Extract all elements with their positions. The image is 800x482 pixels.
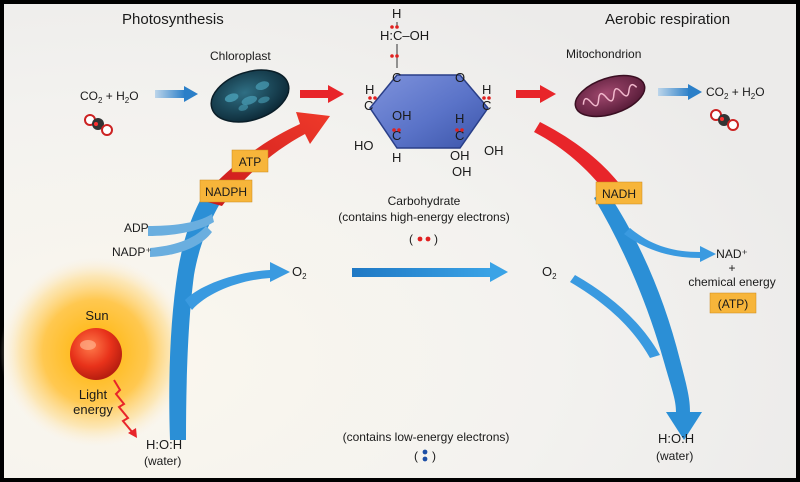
nadh-label: NADH xyxy=(602,187,636,201)
ring-c-br: C xyxy=(455,128,464,143)
ring-c-right: C xyxy=(482,98,491,113)
reactants-to-chloroplast-arrow xyxy=(155,86,198,102)
o2-left: O2 xyxy=(292,264,307,281)
ring-h-bottom: H xyxy=(392,150,401,165)
adp-text: ADP xyxy=(124,221,149,235)
plus-text: + xyxy=(728,261,735,275)
nadph-box: NADPH xyxy=(199,179,253,203)
o2-transfer-arrow xyxy=(352,262,508,282)
atp-label: ATP xyxy=(239,155,261,169)
atp-output-label: (ATP) xyxy=(718,297,748,311)
ring-o: O xyxy=(455,70,465,85)
nadh-to-water-arrow xyxy=(594,190,702,440)
ring-oh-right: OH xyxy=(484,143,504,158)
mitochondrion-to-products-arrow xyxy=(658,84,702,100)
low-energy-electrons-text: (contains low-energy electrons) xyxy=(343,430,510,444)
carbohydrate-title: Carbohydrate xyxy=(388,194,461,208)
sun-icon xyxy=(70,328,122,380)
chloroplast-to-carbohydrate-arrow xyxy=(300,85,344,103)
low-energy-electrons-icon: ( ) xyxy=(414,449,436,463)
carbohydrate-subtitle: (contains high-energy electrons) xyxy=(338,210,509,224)
light-energy-label-line2: energy xyxy=(73,402,113,417)
nad-branch-arrow xyxy=(624,228,716,262)
ring-oh-inner: OH xyxy=(392,108,412,123)
ring-h-inner: H xyxy=(455,111,464,126)
oxygen-branch-arrow xyxy=(185,262,290,310)
svg-text:): ) xyxy=(432,449,436,463)
nadp-text: NADP⁺ xyxy=(112,245,152,259)
svg-text:): ) xyxy=(434,232,438,246)
ring-c-left: C xyxy=(364,98,373,113)
left-reactants: CO2 + H2O xyxy=(80,89,139,136)
ring-oh-bottom: OH xyxy=(450,148,470,163)
high-energy-electrons-icon: ( ) xyxy=(409,232,438,246)
svg-text:(: ( xyxy=(409,232,413,246)
ring-h-right: H xyxy=(482,82,491,97)
sun: Sun Light energy xyxy=(0,257,190,447)
water-left-label: (water) xyxy=(144,454,181,468)
right-products: CO2 + H2O xyxy=(706,85,765,131)
svg-text:(: ( xyxy=(414,449,418,463)
sun-label: Sun xyxy=(85,308,108,323)
photosynthesis-title: Photosynthesis xyxy=(122,11,224,28)
ring-h-left: H xyxy=(365,82,374,97)
ring-ho-left: HO xyxy=(354,138,374,153)
light-energy-bolt-icon xyxy=(113,379,134,434)
water-right-label: (water) xyxy=(656,449,693,463)
o2-right: O2 xyxy=(542,264,557,281)
water-left-formula: H:O:H xyxy=(146,437,182,452)
water-right-formula: H:O:H xyxy=(658,431,694,446)
ring-c1: C xyxy=(392,70,401,85)
right-co2-h2o-text: CO2 + H2O xyxy=(706,85,765,101)
aerobic-respiration-title: Aerobic respiration xyxy=(605,11,730,28)
chemical-energy-text: chemical energy xyxy=(688,275,775,289)
chloroplast-label: Chloroplast xyxy=(210,49,271,63)
mitochondrion-label: Mitochondrion xyxy=(566,47,641,61)
ring-oh-bottom2: OH xyxy=(452,164,472,179)
glucose-hcoh: H:C–OH xyxy=(380,28,429,43)
oxygen-to-water-arrow xyxy=(570,275,660,358)
respiration-red-arrow xyxy=(534,122,618,190)
glucose-top-h: H xyxy=(392,6,401,21)
ring-c-bl: C xyxy=(392,128,401,143)
glucose-molecule: H H:C–OH C O H C H C OH H C C H OH OH HO… xyxy=(354,6,504,179)
nadph-label: NADPH xyxy=(205,185,247,199)
nad-plus-text: NAD⁺ xyxy=(716,247,748,261)
nadp-arrow xyxy=(150,226,212,257)
carbohydrate-to-nadh-arrow xyxy=(534,122,618,190)
co2-molecule-icon-right xyxy=(710,109,739,131)
respiration-electron-flow xyxy=(570,190,716,440)
adp-arrow xyxy=(148,214,214,236)
atp-box: ATP xyxy=(231,149,269,173)
mitochondrion-icon xyxy=(574,74,646,118)
carbohydrate-to-mitochondrion-arrow xyxy=(516,85,556,103)
chloroplast-icon xyxy=(210,69,290,123)
co2-molecule-icon xyxy=(84,114,113,136)
atp-output-box: (ATP) xyxy=(709,292,757,314)
light-energy-label-line1: Light xyxy=(79,387,108,402)
left-co2-h2o-text: CO2 + H2O xyxy=(80,89,139,105)
photosynthesis-electron-flow xyxy=(148,185,290,440)
nadh-box: NADH xyxy=(595,181,643,205)
